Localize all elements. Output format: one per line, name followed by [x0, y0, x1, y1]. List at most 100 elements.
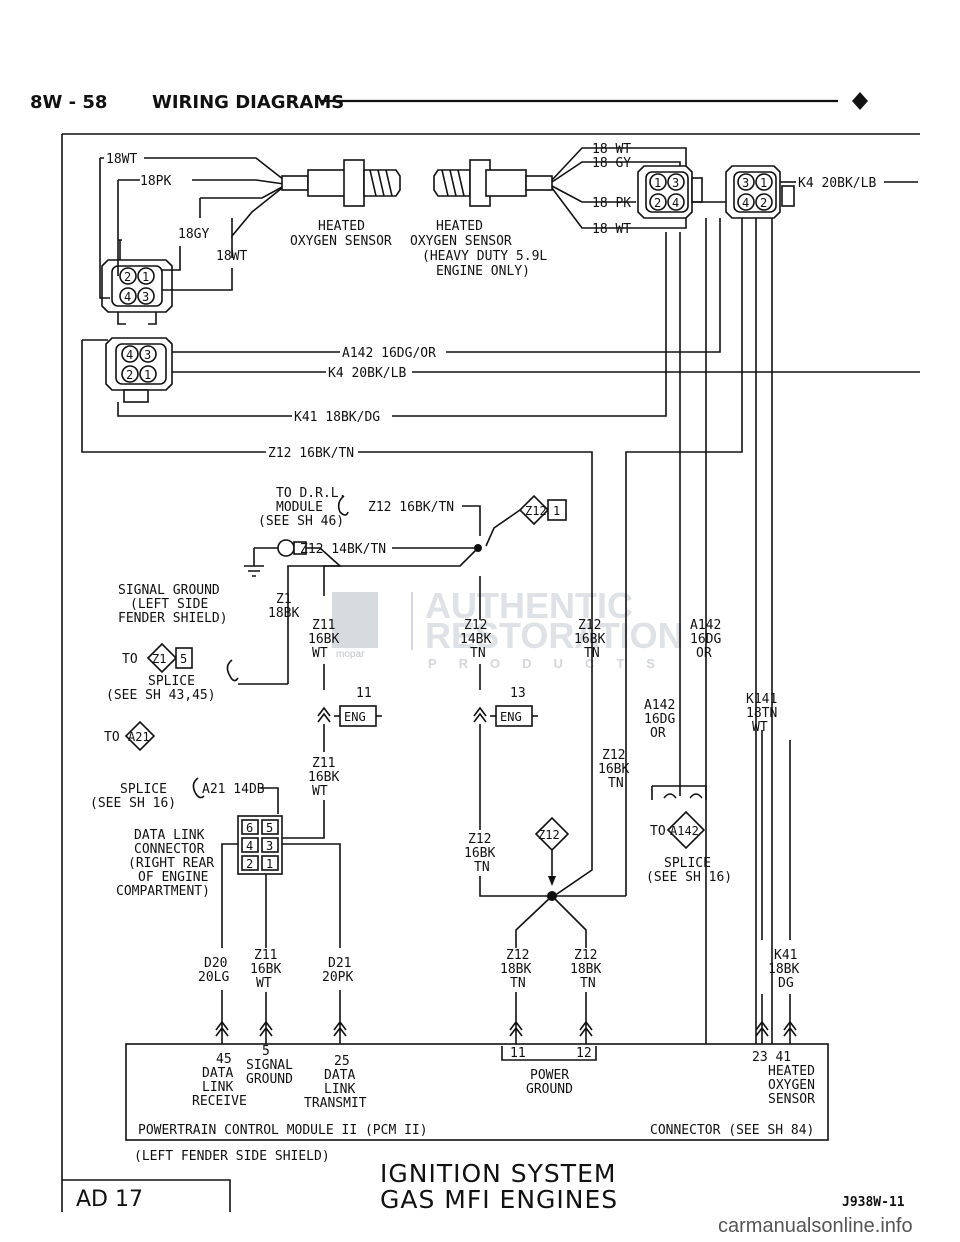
- svg-text:TN: TN: [470, 646, 486, 661]
- svg-text:3: 3: [742, 176, 749, 190]
- wire-right-wt2: 18 WT: [592, 222, 631, 237]
- svg-text:20PK: 20PK: [322, 970, 353, 985]
- svg-text:14BK: 14BK: [460, 632, 491, 647]
- wire-right-wt: 18 WT: [592, 142, 631, 157]
- svg-text:SPLICE: SPLICE: [664, 856, 711, 871]
- svg-text:TO: TO: [104, 730, 120, 745]
- svg-text:1: 1: [266, 857, 273, 871]
- svg-text:SIGNAL: SIGNAL: [246, 1058, 293, 1073]
- pcm-pin-5: 5 SIGNAL GROUND: [246, 1044, 293, 1087]
- svg-text:Z11: Z11: [312, 618, 335, 633]
- svg-text:Z12: Z12: [602, 748, 625, 763]
- wire-a142b-label: A142 16DG OR: [644, 698, 675, 741]
- svg-text:SPLICE: SPLICE: [120, 782, 167, 797]
- ground-symbol-icon: [244, 539, 307, 577]
- svg-text:3: 3: [144, 348, 151, 362]
- wire-left-pk: 18PK: [140, 174, 171, 189]
- svg-text:TO: TO: [122, 652, 138, 667]
- z1-splice-ref: TO Z1 5 SPLICE (SEE SH 43,45): [106, 642, 216, 703]
- svg-text:2: 2: [126, 368, 133, 382]
- svg-text:WT: WT: [312, 646, 328, 661]
- watermark-main-2: RESTORATION: [425, 615, 684, 656]
- svg-text:5: 5: [262, 1044, 270, 1059]
- svg-text:(RIGHT REAR: (RIGHT REAR: [128, 856, 214, 871]
- wire-z12-14: Z12 14BK/TN: [300, 542, 386, 557]
- svg-text:CONNECTOR: CONNECTOR: [134, 842, 205, 857]
- svg-text:SIGNAL GROUND: SIGNAL GROUND: [118, 583, 220, 598]
- svg-text:TO D.R.L.: TO D.R.L.: [276, 486, 346, 501]
- svg-text:TRANSMIT: TRANSMIT: [304, 1096, 367, 1111]
- svg-text:4: 4: [126, 348, 133, 362]
- svg-text:LINK: LINK: [324, 1082, 355, 1097]
- svg-text:TO: TO: [650, 824, 666, 839]
- pin-4-label: 4: [124, 290, 131, 304]
- svg-text:WT: WT: [312, 784, 328, 799]
- svg-text:18BK: 18BK: [268, 606, 299, 621]
- svg-text:TN: TN: [474, 860, 490, 875]
- svg-text:6: 6: [246, 821, 253, 835]
- svg-text:RECEIVE: RECEIVE: [192, 1094, 247, 1109]
- svg-text:SPLICE: SPLICE: [148, 674, 195, 689]
- pcm-power-ground: 11 12 POWER GROUND: [501, 1046, 597, 1097]
- svg-text:13: 13: [510, 686, 526, 701]
- pcm-title: POWERTRAIN CONTROL MODULE II (PCM II): [138, 1123, 428, 1138]
- svg-text:A142: A142: [690, 618, 721, 633]
- wire-a21-label: A21 14DB: [202, 782, 265, 797]
- svg-text:DATA: DATA: [324, 1068, 355, 1083]
- svg-text:Z12: Z12: [578, 618, 601, 633]
- svg-text:18BK: 18BK: [570, 962, 601, 977]
- left-oxygen-sensor-icon: [281, 159, 401, 207]
- wire-right-pk: 18 PK: [592, 196, 631, 211]
- wire-z12a-label: Z12 14BK TN: [460, 618, 491, 661]
- wire-k41-label: K41 18BK DG: [768, 948, 799, 991]
- svg-text:18TN: 18TN: [746, 706, 777, 721]
- svg-text:Z12: Z12: [468, 832, 491, 847]
- data-link-connector-label: DATA LINK CONNECTOR (RIGHT REAR OF ENGIN…: [116, 828, 214, 899]
- wire-d21-label: D21 20PK: [322, 956, 353, 985]
- svg-text:D20: D20: [204, 956, 227, 971]
- svg-text:WT: WT: [752, 720, 768, 735]
- svg-text:Z12: Z12: [538, 828, 560, 842]
- svg-text:4: 4: [672, 196, 679, 210]
- svg-text:16BK: 16BK: [464, 846, 495, 861]
- svg-text:2: 2: [654, 196, 661, 210]
- pcm-pin-25: 25 DATA LINK TRANSMIT: [304, 1054, 367, 1111]
- svg-text:TN: TN: [584, 646, 600, 661]
- svg-text:12: 12: [576, 1046, 592, 1061]
- eng-connector-11: 11 ENG: [317, 686, 382, 727]
- mopar-logo-icon: [332, 592, 378, 648]
- svg-text:COMPARTMENT): COMPARTMENT): [116, 884, 210, 899]
- svg-text:A142: A142: [670, 824, 699, 838]
- svg-text:ENG: ENG: [500, 710, 522, 724]
- svg-text:1: 1: [553, 504, 560, 518]
- svg-text:1: 1: [760, 176, 767, 190]
- svg-text:OF ENGINE: OF ENGINE: [138, 870, 208, 885]
- svg-text:HEATED: HEATED: [318, 219, 365, 234]
- svg-text:OXYGEN SENSOR: OXYGEN SENSOR: [290, 234, 392, 249]
- svg-text:Z12: Z12: [506, 948, 529, 963]
- middle-left-connector: 4 3 2 1: [105, 337, 173, 403]
- svg-text:16DG: 16DG: [644, 712, 675, 727]
- pcm-terminals: [215, 730, 797, 1044]
- pin-2-label: 2: [124, 270, 131, 284]
- svg-text:A142: A142: [644, 698, 675, 713]
- svg-text:MODULE: MODULE: [276, 500, 323, 515]
- svg-text:16BK: 16BK: [574, 632, 605, 647]
- svg-text:LINK: LINK: [202, 1080, 233, 1095]
- watermark: mopar AUTHENTIC RESTORATION PRODUCTS: [332, 585, 684, 671]
- svg-text:1: 1: [144, 368, 151, 382]
- svg-text:ENG: ENG: [344, 710, 366, 724]
- pin-1-label: 1: [142, 270, 149, 284]
- svg-text:POWER: POWER: [530, 1068, 569, 1083]
- pin-3-label: 3: [142, 290, 149, 304]
- svg-text:GROUND: GROUND: [526, 1082, 573, 1097]
- svg-text:A21: A21: [128, 730, 150, 744]
- wire-k4-run: K4 20BK/LB: [328, 366, 406, 381]
- site-watermark: carmanualsonline.info: [718, 1215, 913, 1237]
- wire-left-wt: 18WT: [106, 152, 137, 167]
- svg-text:Z12: Z12: [525, 504, 547, 518]
- wire-k41-run: K41 18BK/DG: [294, 410, 380, 425]
- wire-z1-label: Z1 18BK: [268, 592, 299, 621]
- pcm-location: (LEFT FENDER SIDE SHIELD): [134, 1149, 330, 1164]
- diagram-title-line-2: GAS MFI ENGINES: [380, 1185, 618, 1214]
